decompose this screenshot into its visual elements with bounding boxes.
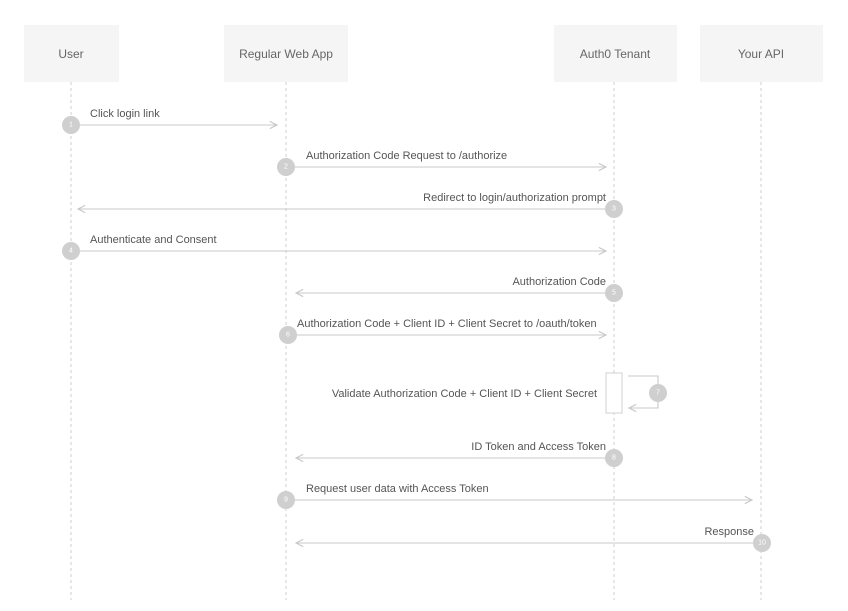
message-7: Validate Authorization Code + Client ID …	[332, 372, 667, 414]
message-label: Authorization Code Request to /authorize	[306, 150, 507, 162]
message-8: ID Token and Access Token 8	[296, 441, 623, 467]
message-label: ID Token and Access Token	[471, 441, 606, 453]
activation-box	[605, 372, 623, 414]
step-number: 4	[69, 248, 73, 255]
step-number: 7	[656, 390, 660, 397]
actor-label: Your API	[738, 47, 784, 61]
step-number: 10	[758, 540, 766, 547]
actor-label: User	[58, 47, 83, 61]
step-badge	[605, 449, 623, 467]
actor-label: Auth0 Tenant	[580, 47, 651, 61]
message-label: Request user data with Access Token	[306, 483, 489, 495]
step-number: 1	[69, 122, 73, 129]
actor-tenant: Auth0 Tenant	[554, 25, 677, 82]
step-badge	[277, 158, 295, 176]
step-number: 2	[284, 164, 288, 171]
message-10: Response 10	[296, 526, 771, 552]
step-badge	[277, 491, 295, 509]
step-badge	[62, 116, 80, 134]
step-number: 8	[612, 455, 616, 462]
step-number: 5	[612, 290, 616, 297]
actor-api: Your API	[700, 25, 823, 82]
message-label: Response	[704, 526, 754, 538]
message-5: Authorization Code 5	[296, 276, 623, 302]
step-badge	[605, 200, 623, 218]
message-label: Redirect to login/authorization prompt	[423, 192, 606, 204]
message-label: Click login link	[90, 108, 160, 120]
actor-user: User	[24, 25, 119, 82]
message-label: Validate Authorization Code + Client ID …	[332, 388, 597, 400]
step-badge	[649, 384, 667, 402]
message-label: Authenticate and Consent	[90, 234, 217, 246]
step-number: 9	[284, 497, 288, 504]
message-9: Request user data with Access Token 9	[277, 483, 752, 509]
message-6: Authorization Code + Client ID + Client …	[279, 318, 606, 344]
step-number: 6	[286, 332, 290, 339]
step-badge	[605, 284, 623, 302]
step-badge	[279, 326, 297, 344]
message-1: Click login link 1	[62, 108, 277, 134]
message-label: Authorization Code	[512, 276, 606, 288]
message-4: Authenticate and Consent 4	[62, 234, 606, 260]
step-badge	[62, 242, 80, 260]
message-2: Authorization Code Request to /authorize…	[277, 150, 606, 176]
actor-label: Regular Web App	[239, 47, 333, 61]
step-badge	[753, 534, 771, 552]
message-3: Redirect to login/authorization prompt 3	[78, 192, 623, 218]
step-number: 3	[612, 206, 616, 213]
message-label: Authorization Code + Client ID + Client …	[297, 318, 597, 330]
actor-webapp: Regular Web App	[224, 25, 348, 82]
